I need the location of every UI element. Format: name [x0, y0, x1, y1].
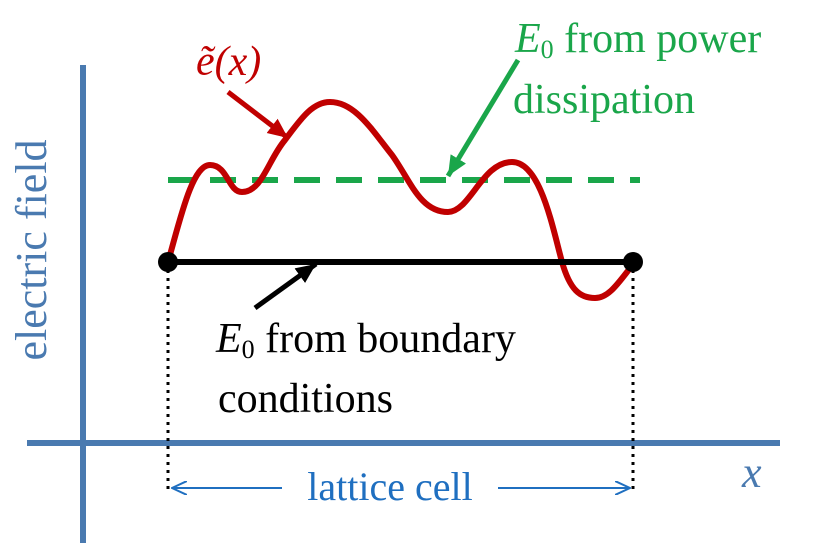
boundary-label-sub: 0 — [242, 335, 255, 364]
power-pointer-arrow — [445, 58, 521, 178]
power-label-rest: from power — [554, 16, 762, 62]
power-label-line1: E0 from power — [514, 16, 761, 64]
curve-pointer-arrow — [226, 90, 290, 140]
curve-label: ẽ(x) — [196, 39, 261, 85]
y-axis-label: electric field — [7, 139, 56, 360]
power-label-line2: dissipation — [513, 77, 695, 123]
x-axis-label: x — [741, 448, 762, 497]
lattice-cell-label: lattice cell — [307, 464, 472, 509]
boundary-pointer-arrow — [253, 261, 318, 311]
endpoint-right — [623, 252, 643, 272]
field-curve — [165, 99, 638, 301]
endpoint-left — [158, 252, 178, 272]
power-label-symbol: E — [514, 16, 541, 62]
boundary-label-symbol: E — [215, 316, 242, 362]
boundary-label-line1: E0 from boundary — [215, 316, 516, 364]
power-label-sub: 0 — [541, 35, 554, 64]
boundary-label-line2: conditions — [218, 376, 393, 422]
boundary-label-rest: from boundary — [255, 316, 516, 362]
